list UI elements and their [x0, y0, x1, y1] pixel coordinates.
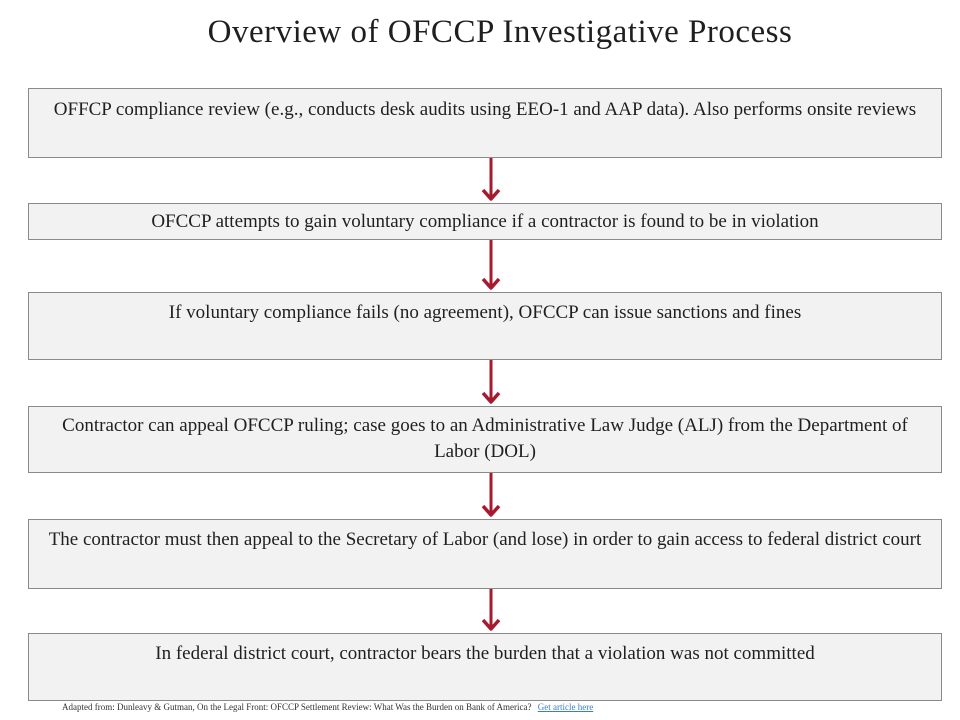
- arrow-down-icon: [481, 240, 501, 291]
- flow-step-compliance-review: OFFCP compliance review (e.g., conducts …: [28, 88, 942, 158]
- arrow-down-icon: [481, 589, 501, 632]
- arrow-down-icon: [481, 360, 501, 405]
- arrow-down-icon: [481, 158, 501, 202]
- flow-step-district-court: In federal district court, contractor be…: [28, 633, 942, 701]
- arrow-down-icon: [481, 473, 501, 518]
- flow-step-voluntary-compliance: OFCCP attempts to gain voluntary complia…: [28, 203, 942, 240]
- footnote: Adapted from: Dunleavy & Gutman, On the …: [62, 702, 593, 712]
- footnote-citation: Adapted from: Dunleavy & Gutman, On the …: [62, 702, 532, 712]
- get-article-link[interactable]: Get article here: [537, 702, 594, 712]
- page-title: Overview of OFCCP Investigative Process: [207, 14, 793, 50]
- flow-step-secretary-appeal: The contractor must then appeal to the S…: [28, 519, 942, 589]
- flow-step-alj-appeal: Contractor can appeal OFCCP ruling; case…: [28, 406, 942, 473]
- flow-step-sanctions: If voluntary compliance fails (no agreem…: [28, 292, 942, 360]
